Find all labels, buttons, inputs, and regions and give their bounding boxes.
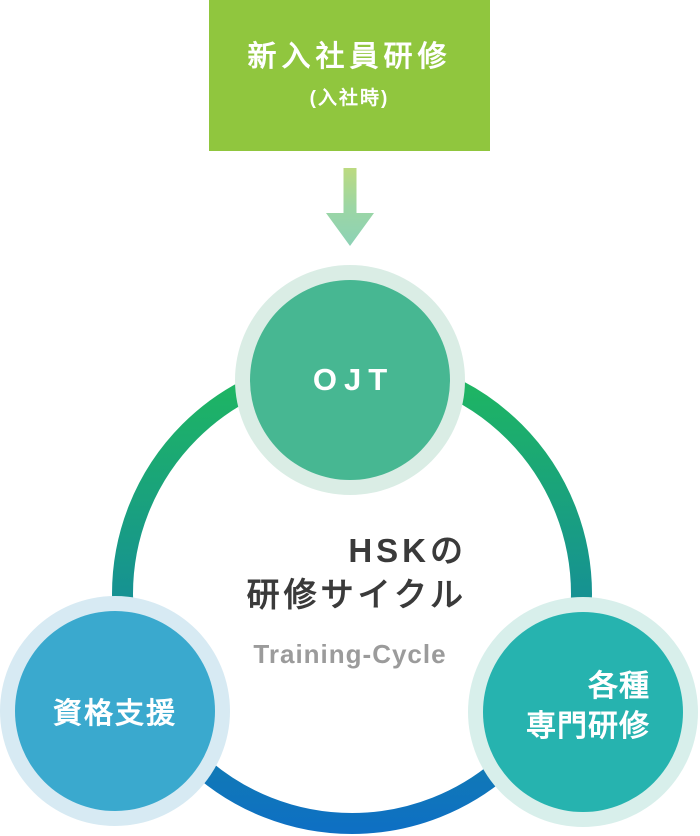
new-employee-training-box: 新入社員研修 (入社時) bbox=[209, 0, 490, 151]
node-ojt-label: OJT bbox=[312, 362, 395, 397]
down-arrow-icon bbox=[326, 168, 374, 246]
node-qualification-support-circle: 資格支援 bbox=[15, 611, 215, 811]
node-specialized-training-circle: 各種 専門研修 bbox=[483, 612, 683, 812]
node-qualification-support-label: 資格支援 bbox=[52, 698, 177, 730]
node-specialized-training-label-line2: 専門研修 bbox=[526, 710, 650, 743]
cycle-title-line2: 研修サイクル bbox=[246, 576, 467, 613]
cycle-title-line1: HSKの bbox=[348, 532, 467, 569]
new-employee-training-subtitle: (入社時) bbox=[309, 87, 390, 109]
node-specialized-training: 各種 専門研修 bbox=[468, 597, 698, 827]
node-ojt: OJT bbox=[235, 265, 465, 495]
cycle-title: HSKの 研修サイクル bbox=[247, 529, 467, 617]
node-specialized-training-label: 各種 専門研修 bbox=[526, 667, 650, 747]
node-specialized-training-label-line1: 各種 bbox=[588, 670, 650, 703]
cycle-subtitle: Training-Cycle bbox=[253, 639, 447, 669]
node-ojt-circle: OJT bbox=[250, 280, 450, 480]
node-qualification-support: 資格支援 bbox=[0, 596, 230, 826]
new-employee-training-title: 新入社員研修 bbox=[247, 40, 452, 73]
